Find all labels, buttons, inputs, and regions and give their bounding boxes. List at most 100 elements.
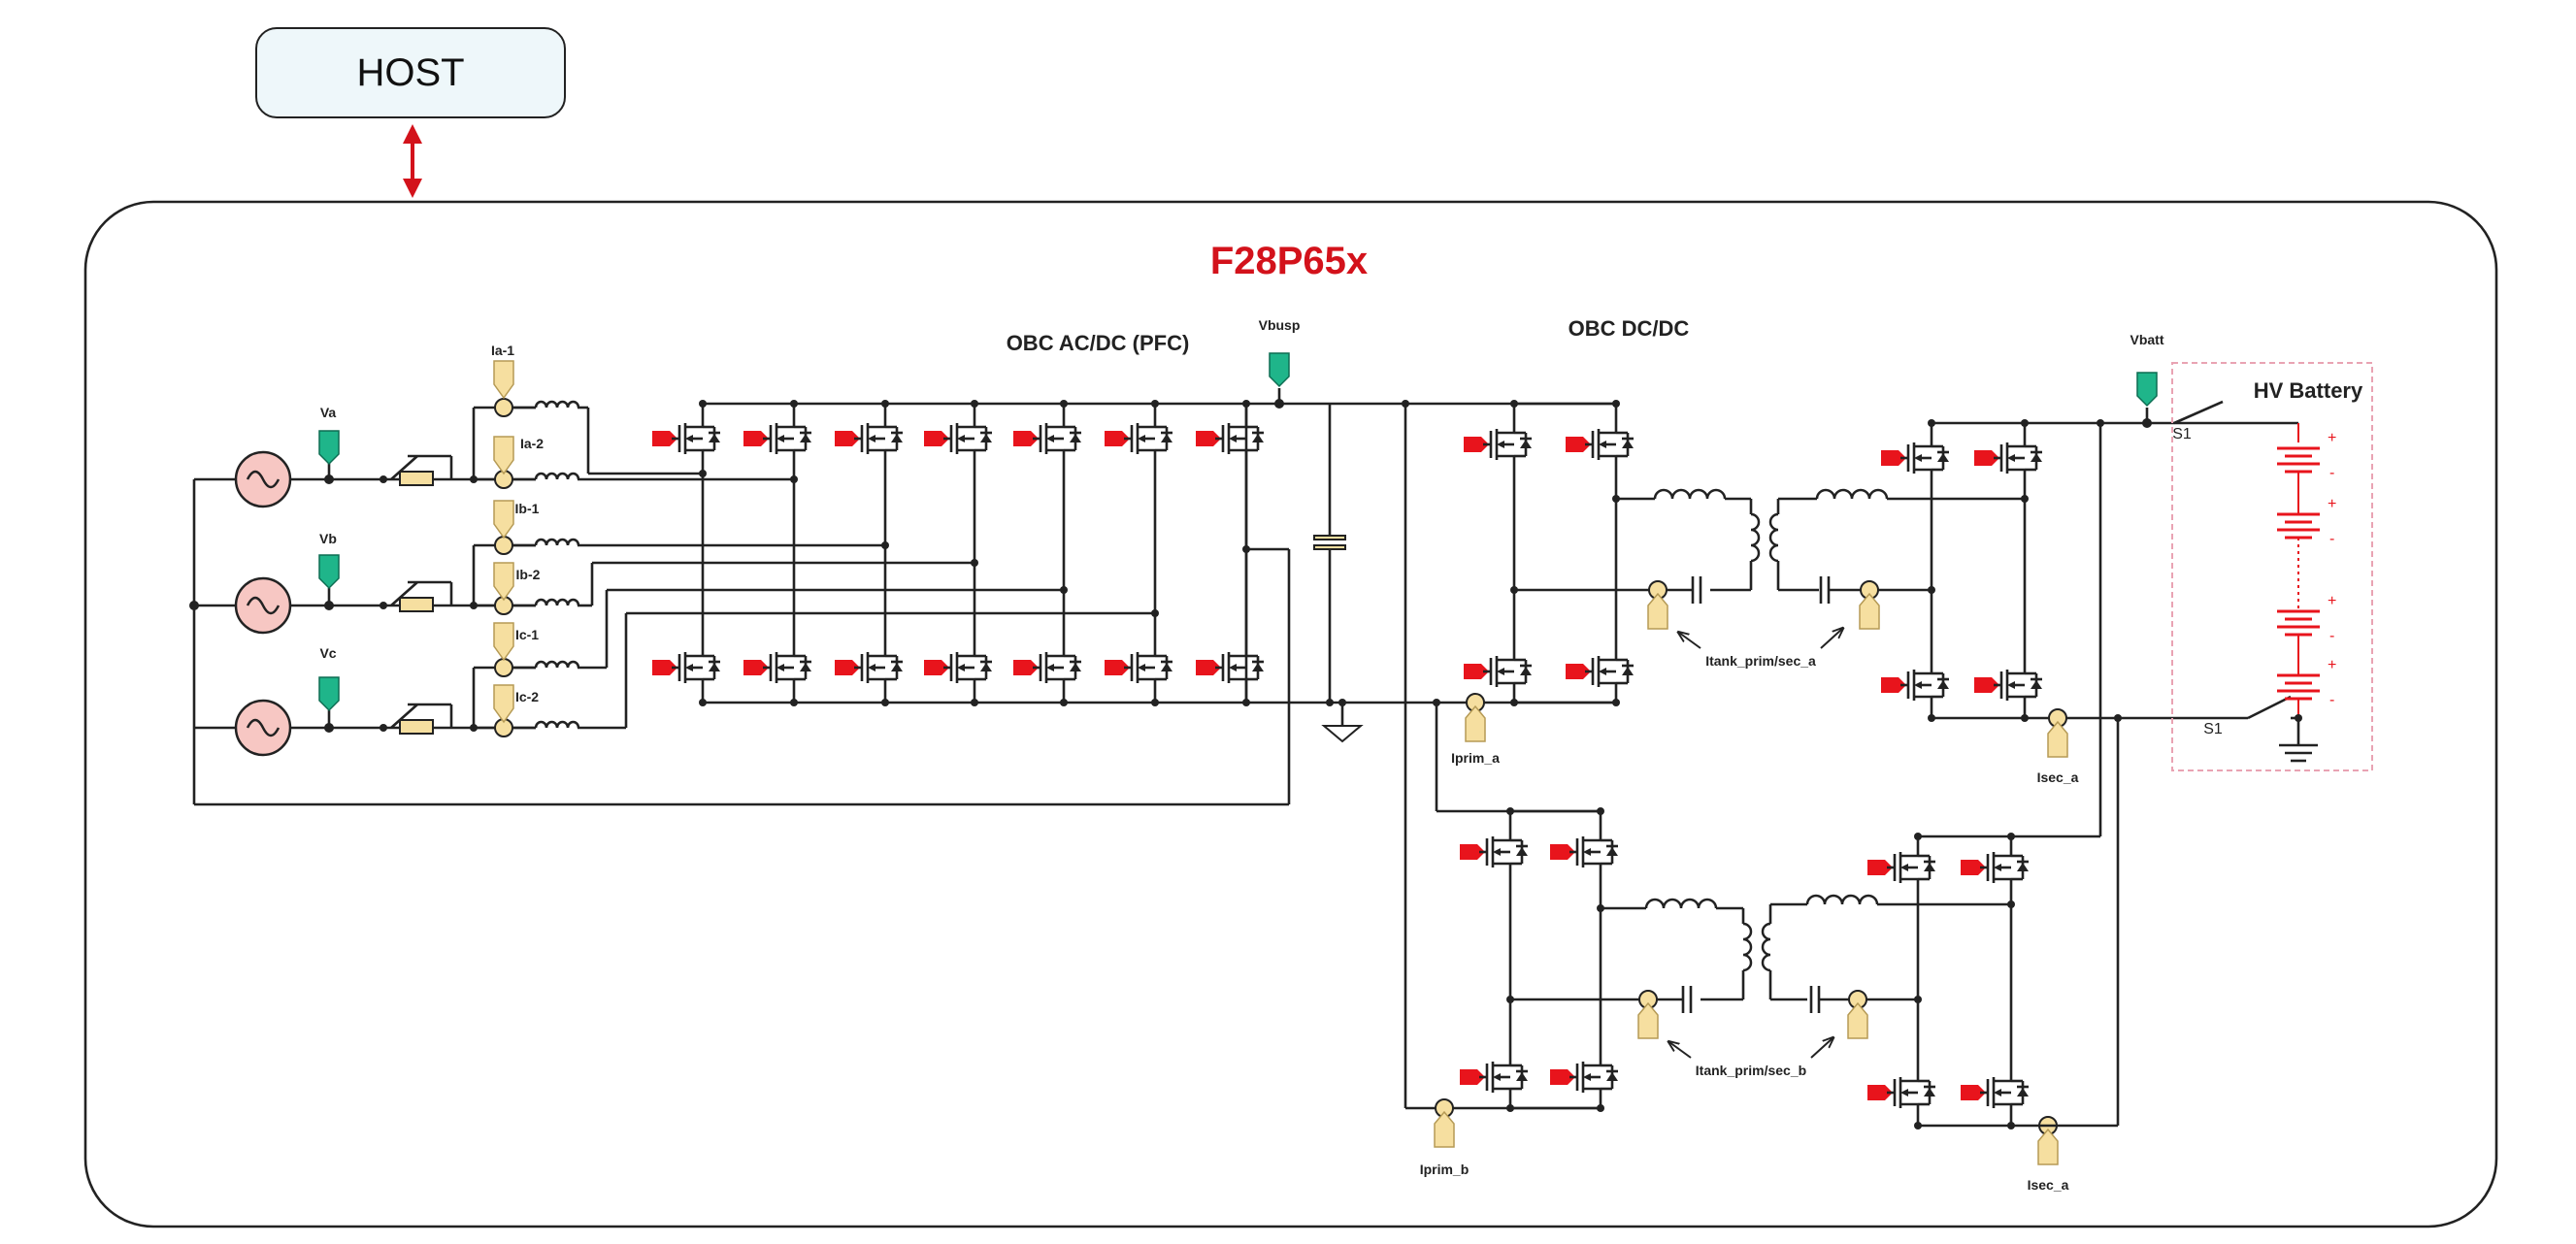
gate-drive-icon [1460, 844, 1485, 860]
gate-drive-icon [652, 431, 677, 446]
mosfet-icon [1105, 648, 1172, 687]
current-sensor-ia1 [493, 360, 514, 417]
inductor-icon [512, 660, 580, 670]
mosfet-icon [743, 648, 811, 687]
dc-link-capacitor [1313, 404, 1364, 743]
gate-drive-icon [924, 431, 949, 446]
iprim-b-label: Iprim_b [1420, 1162, 1470, 1177]
gate-drive-icon [1974, 677, 1999, 693]
mosfet-icon [1196, 648, 1264, 687]
mosfet-icon [1974, 666, 2042, 704]
gate-drive-icon [1464, 437, 1489, 452]
host-box: HOST [255, 27, 566, 118]
current-sensor-ic1 [493, 622, 514, 677]
itank-b-pointer [1669, 1042, 1692, 1059]
mosfet-icon [1550, 1058, 1618, 1097]
ground-icon [2279, 743, 2318, 763]
mosfet-icon [1105, 419, 1172, 458]
svg-text:+: + [2328, 430, 2336, 446]
ac-source-icon [234, 450, 292, 508]
mosfet-icon [1881, 666, 1949, 704]
inductor-icon [1805, 894, 1879, 905]
battery-cell: +- [2277, 593, 2336, 644]
ic1-label: Ic-1 [515, 627, 539, 642]
svg-text:-: - [2329, 628, 2334, 644]
switch-s1-top [2173, 400, 2298, 425]
inductor-icon [1815, 488, 1889, 500]
mosfet-icon [1867, 1073, 1935, 1112]
svg-text:-: - [2329, 465, 2334, 481]
mosfet-icon [1460, 833, 1528, 871]
gate-drive-icon [1550, 844, 1575, 860]
mosfet-icon [1464, 425, 1532, 464]
gate-drive-icon [835, 660, 860, 675]
input-stage: Va Vb Vc [189, 343, 1291, 806]
itank-b-pointer [1810, 1038, 1833, 1059]
ac-source-icon [234, 576, 292, 635]
mosfet-icon [652, 648, 720, 687]
svg-text:+: + [2328, 593, 2336, 609]
gate-drive-icon [1464, 664, 1489, 679]
mosfet-icon [1550, 833, 1618, 871]
gate-drive-icon [1961, 860, 1986, 875]
mosfet-icon [1566, 652, 1634, 691]
svg-text:+: + [2328, 496, 2336, 512]
battery-icon: +-+-+-+- [2277, 423, 2336, 718]
voltage-sensor-vbatt [2136, 372, 2158, 428]
current-sensor-ia2 [493, 436, 514, 489]
ib2-label: Ib-2 [516, 567, 541, 582]
itank-a-label: Itank_prim/sec_a [1705, 653, 1816, 669]
inductor-icon [512, 538, 580, 547]
current-sensor-iprim-a [1465, 693, 1486, 742]
vbatt-label: Vbatt [2130, 332, 2164, 347]
vb-label: Vb [319, 531, 337, 546]
gate-drive-icon [743, 660, 769, 675]
current-sensor-ic2 [493, 684, 514, 737]
vbusp-label: Vbusp [1259, 317, 1301, 333]
voltage-sensor-vc [318, 676, 340, 733]
transformer-icon [1742, 922, 1771, 972]
gate-drive-icon [1013, 660, 1039, 675]
mosfet-icon [652, 419, 720, 458]
itank-a-pointer [1820, 629, 1842, 649]
battery-title: HV Battery [2254, 378, 2363, 403]
gate-drive-icon [1105, 660, 1130, 675]
battery-group-boundary [2171, 362, 2373, 771]
voltage-sensor-vb [318, 554, 340, 610]
mosfet-icon [1867, 848, 1935, 887]
dcdc-stage-b [1460, 807, 2029, 1129]
mosfet-icon [1881, 439, 1949, 477]
controller-boundary [83, 200, 2498, 1228]
capacitor-icon [1313, 544, 1346, 550]
gate-drive-icon [1961, 1085, 1986, 1100]
gate-drive-icon [1196, 431, 1221, 446]
mosfet-icon [743, 419, 811, 458]
gate-drive-icon [1460, 1069, 1485, 1085]
capacitor-icon [1313, 535, 1346, 540]
inductor-icon [512, 400, 580, 409]
iprim-a-label: Iprim_a [1451, 750, 1500, 766]
mosfet-icon [1460, 1058, 1528, 1097]
resistor-icon [399, 597, 434, 612]
gate-drive-icon [835, 431, 860, 446]
mosfet-icon [1196, 419, 1264, 458]
relay-icon [380, 703, 453, 732]
ic2-label: Ic-2 [515, 689, 539, 704]
mosfet-icon [1013, 648, 1081, 687]
gate-drive-icon [1881, 677, 1906, 693]
gate-drive-icon [1566, 664, 1591, 679]
mosfet-icon [835, 648, 903, 687]
battery-cell: +- [2277, 430, 2336, 481]
gate-drive-icon [1196, 660, 1221, 675]
mosfet-icon [1961, 1073, 2029, 1112]
dcdc-stage-a [1464, 400, 2196, 722]
gate-drive-icon [1867, 1085, 1893, 1100]
current-sensor-itank-prim-b [1637, 990, 1659, 1039]
gate-drive-icon [1550, 1069, 1575, 1085]
ib1-label: Ib-1 [515, 501, 540, 516]
svg-text:-: - [2329, 692, 2334, 708]
s1-bottom-label: S1 [2203, 721, 2223, 737]
resistor-icon [399, 471, 434, 486]
mosfet-icon [1013, 419, 1081, 458]
